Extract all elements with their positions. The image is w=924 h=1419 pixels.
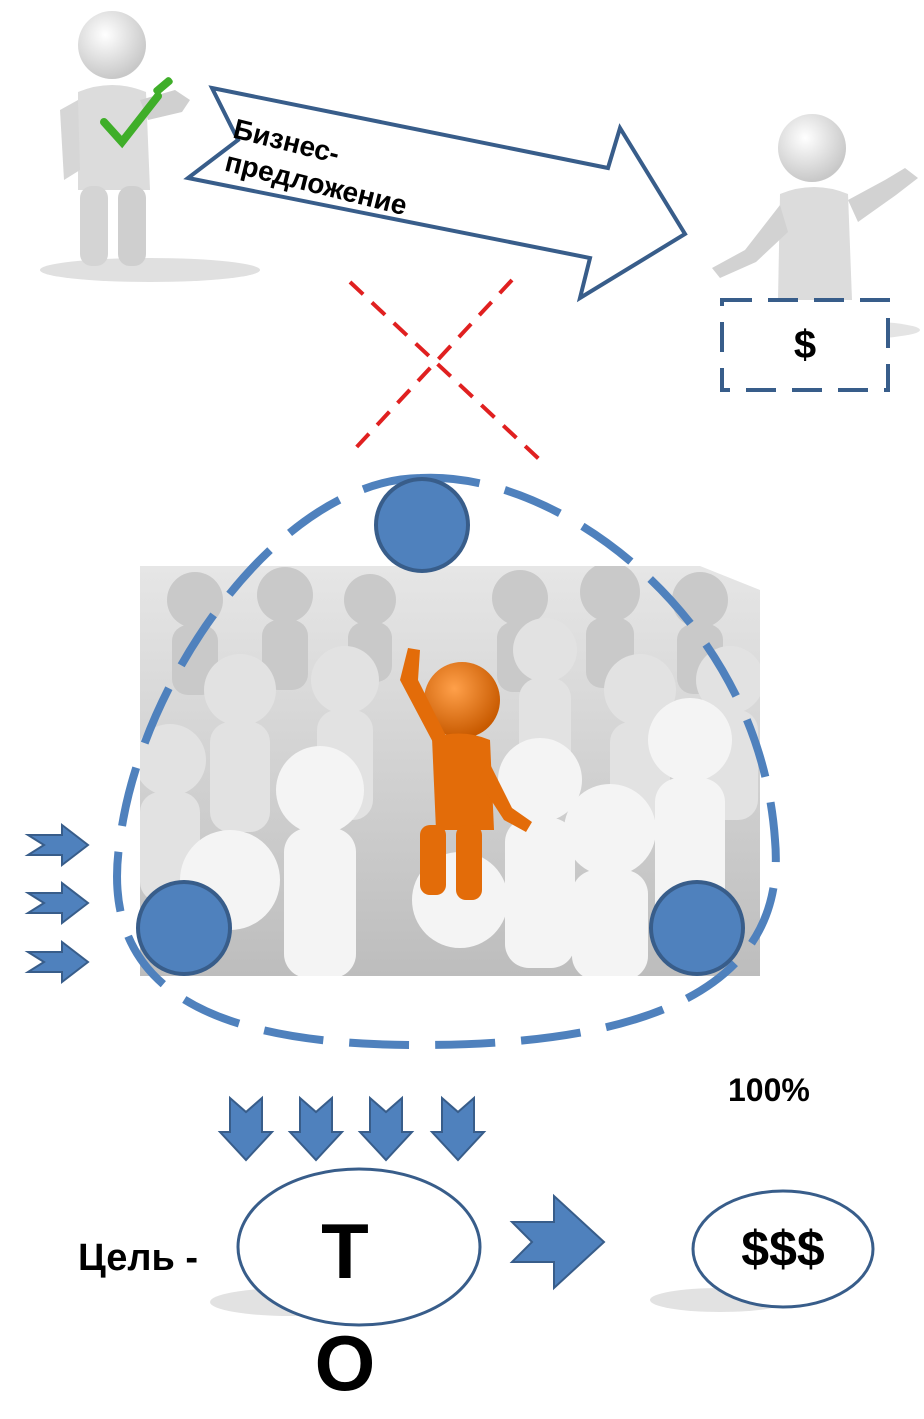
image-corner bbox=[700, 566, 760, 590]
result-label: $$$ bbox=[741, 1221, 825, 1277]
node-right bbox=[649, 880, 745, 976]
diagram-canvas bbox=[24, 11, 920, 1327]
input-arrows bbox=[24, 822, 90, 985]
price-box-label: $ bbox=[793, 323, 817, 367]
node-left bbox=[136, 880, 232, 976]
goal-label: Цель - bbox=[78, 1237, 199, 1279]
down-arrows bbox=[217, 1095, 487, 1162]
result-arrow bbox=[509, 1193, 606, 1291]
to-ellipse bbox=[236, 1167, 482, 1327]
person-checklist-icon bbox=[40, 11, 260, 282]
center-label: ТО bbox=[314, 1207, 376, 1407]
crowd-with-leader-image bbox=[140, 566, 760, 976]
money-ellipse bbox=[691, 1189, 875, 1309]
business-proposal-arrow bbox=[183, 85, 688, 303]
cross-mark-icon bbox=[348, 278, 542, 462]
node-top bbox=[374, 477, 470, 573]
price-box-frame bbox=[720, 298, 890, 392]
percent-label: 100% bbox=[728, 1072, 810, 1108]
